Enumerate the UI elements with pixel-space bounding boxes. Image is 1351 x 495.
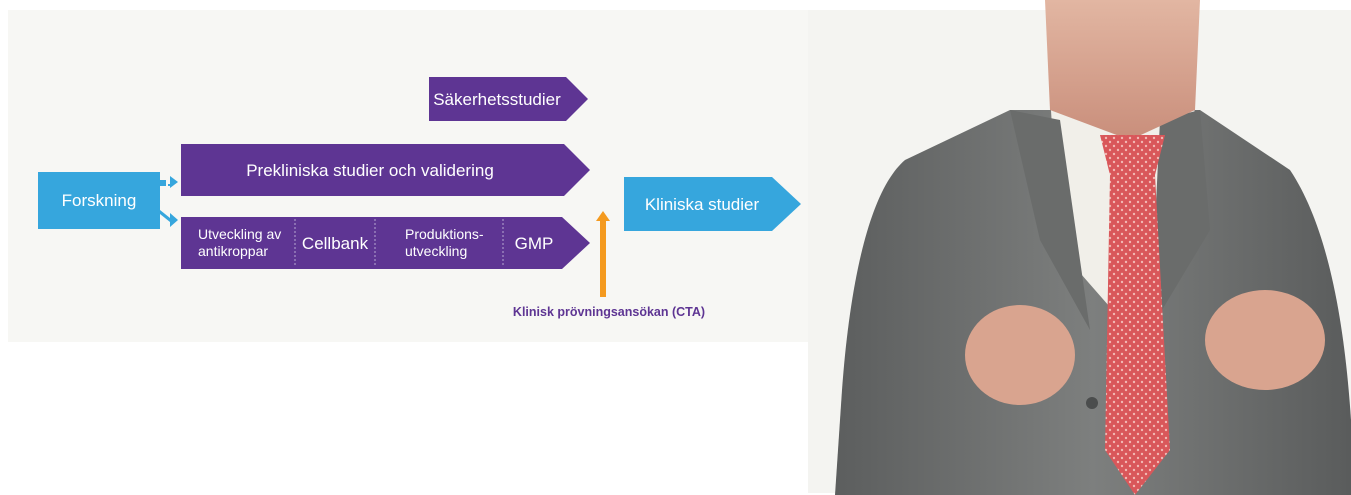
step-antibodies: Utveckling av antikroppar [198, 226, 281, 259]
clinical-label: Kliniska studier [645, 195, 760, 214]
cta-arrow [596, 211, 610, 297]
step-cellbank-label: Cellbank [302, 234, 369, 253]
jacket-button [1086, 397, 1098, 409]
preclinical-label: Prekliniska studier och validering [246, 161, 494, 180]
suit-jacket [835, 110, 1351, 495]
cta-label: Klinisk prövningsansökan (CTA) [513, 305, 705, 319]
step-antibodies-line2: antikroppar [198, 243, 268, 259]
clinical-arrow: Kliniska studier [624, 177, 801, 231]
neck [1045, 0, 1200, 140]
safety-label: Säkerhetsstudier [433, 90, 561, 109]
presenter-photo [835, 0, 1351, 495]
step-production-line1: Produktions- [405, 226, 484, 242]
step-cellbank: Cellbank [302, 234, 369, 253]
right-hand [1205, 290, 1325, 390]
safety-arrow: Säkerhetsstudier [429, 77, 588, 121]
step-gmp: GMP [515, 234, 554, 253]
lapel-left [1010, 110, 1090, 330]
step-antibodies-line1: Utveckling av [198, 226, 281, 242]
left-hand [965, 305, 1075, 405]
tie [1100, 135, 1170, 495]
connector-arrow-up [160, 176, 178, 192]
research-label: Forskning [62, 191, 137, 210]
preclinical-arrow: Prekliniska studier och validering [181, 144, 590, 196]
development-arrow: Utveckling av antikroppar Cellbank Produ… [181, 217, 590, 269]
lapel-right [1150, 110, 1210, 330]
step-production: Produktions- utveckling [405, 226, 484, 259]
step-production-line2: utveckling [405, 243, 467, 259]
connector-arrow-down [160, 210, 178, 227]
research-box: Forskning [38, 172, 160, 229]
step-gmp-label: GMP [515, 234, 554, 253]
